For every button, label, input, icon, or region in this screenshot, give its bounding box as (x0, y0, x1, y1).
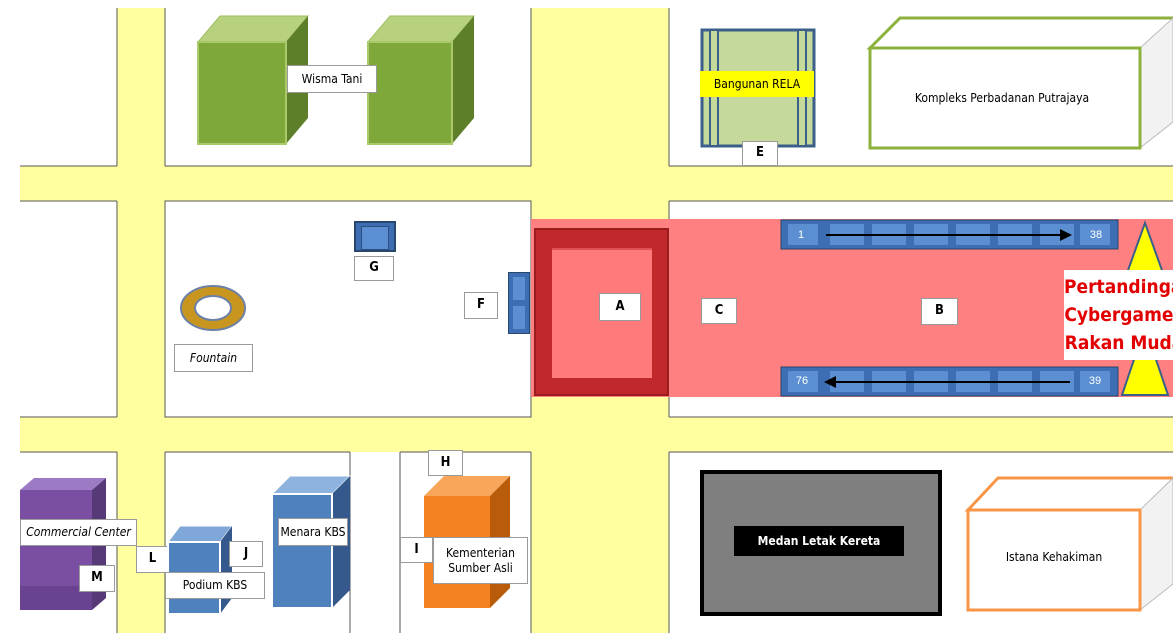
booth-number-1: 1 (797, 229, 805, 241)
podium-kbs-building (167, 525, 233, 615)
road-horizontal-bottom (20, 417, 1173, 452)
booth-g (354, 221, 396, 252)
commercial-center-label: Commercial Center (20, 519, 137, 546)
kementerian-label: Kementerian Sumber Asli (433, 537, 528, 584)
parking-label: Medan Letak Kereta (734, 526, 904, 556)
event-title-line1: Pertandingan (1064, 276, 1173, 298)
istana-kehakiman-building (964, 476, 1173, 612)
marker-m: M (79, 565, 115, 592)
kementerian-label-line1: Kementerian (446, 545, 515, 560)
event-title-line2: Cybergames (1064, 304, 1173, 326)
marker-a: A (599, 293, 641, 321)
marker-l: L (136, 546, 169, 573)
kompleks-label: Kompleks Perbadanan Putrajaya (914, 91, 1090, 105)
kompleks-building (866, 16, 1173, 150)
podium-kbs-label: Podium KBS (165, 572, 265, 599)
marker-c: C (701, 298, 737, 324)
fountain-label: Fountain (174, 344, 253, 372)
marker-e: E (742, 141, 778, 166)
marker-g: G (354, 256, 394, 281)
wisma-tani-label: Wisma Tani (287, 65, 377, 93)
marker-b: B (921, 298, 958, 325)
marker-i: I (400, 537, 433, 563)
bangunan-rela-label: Bangunan RELA (700, 71, 814, 97)
booth-rows (780, 219, 1119, 397)
booth-f (508, 272, 530, 334)
commercial-center-building (20, 478, 106, 610)
marker-j: J (229, 541, 263, 567)
event-title-box (1064, 270, 1173, 360)
marker-f: F (464, 292, 498, 319)
kementerian-label-line2: Sumber Asli (448, 560, 513, 575)
menara-kbs-building (270, 475, 352, 609)
fountain-icon (180, 285, 246, 331)
booth-number-39: 39 (1088, 375, 1102, 387)
booth-number-38: 38 (1089, 229, 1103, 241)
marker-h: H (428, 450, 463, 476)
road-horizontal-top (20, 166, 1173, 201)
event-title-line3: Rakan Muda (1064, 332, 1173, 354)
booth-number-76: 76 (795, 375, 809, 387)
wisma-tani-buildings (196, 15, 476, 145)
istana-kehakiman-label: Istana Kehakiman (1005, 550, 1103, 564)
menara-kbs-label: Menara KBS (278, 518, 348, 546)
